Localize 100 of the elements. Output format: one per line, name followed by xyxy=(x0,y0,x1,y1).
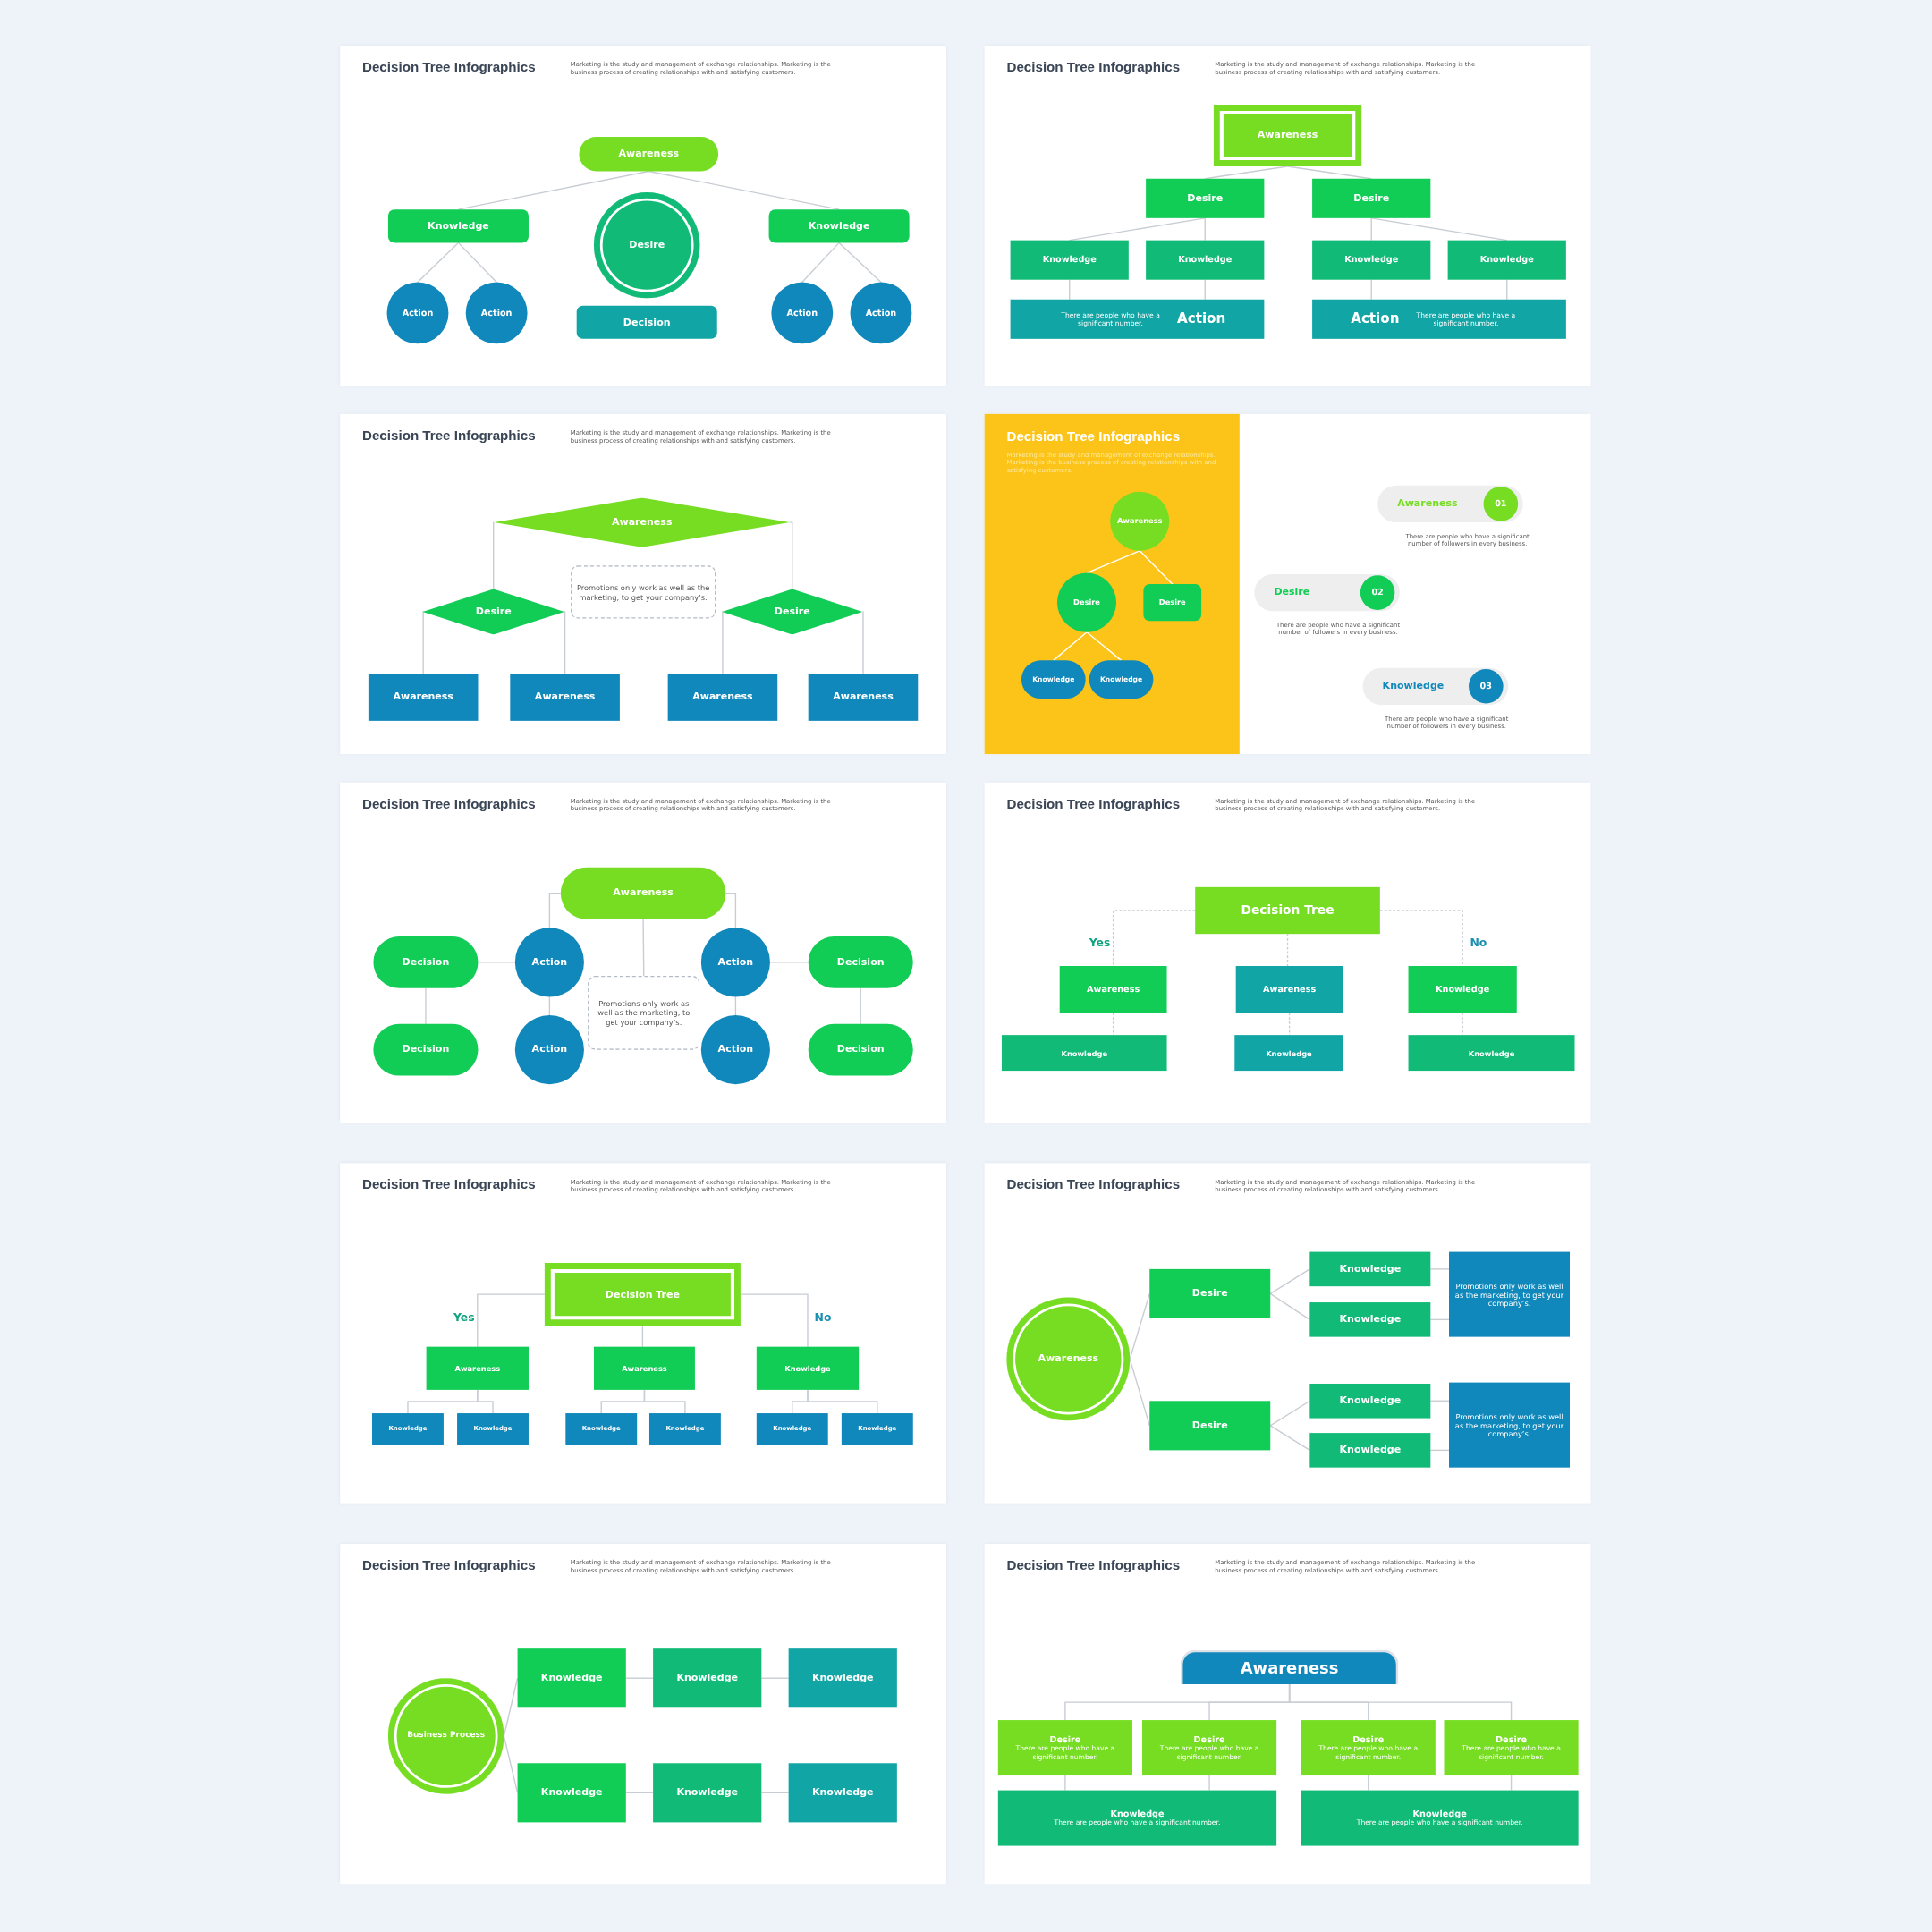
connector-line xyxy=(641,1325,644,1348)
node-label: Knowledge xyxy=(810,1786,875,1799)
connector-line xyxy=(503,1735,519,1794)
slide-card xyxy=(340,782,946,1123)
slide-title: Decision Tree Infographics xyxy=(361,1176,537,1193)
slide-card xyxy=(984,413,1591,755)
process-box xyxy=(1408,966,1517,1013)
node-label: Knowledge xyxy=(1411,1809,1468,1819)
node-label: Knowledge xyxy=(1338,1313,1402,1326)
node-label: Promotions only work as well as the marketing, to get your company’s. xyxy=(1453,1411,1565,1438)
process-box xyxy=(517,1763,626,1823)
process-box xyxy=(756,1346,860,1390)
node-label: Knowledge xyxy=(1338,1394,1402,1407)
circle-node xyxy=(1483,487,1519,521)
node-label: Awareness xyxy=(691,691,754,704)
process-box xyxy=(1301,1790,1579,1846)
connector-line xyxy=(1112,1012,1114,1036)
connector-line xyxy=(1429,1318,1450,1321)
process-box xyxy=(1010,299,1265,339)
node-label: Knowledge xyxy=(539,1786,604,1799)
process-box xyxy=(653,1763,762,1823)
node-label: Awareness xyxy=(1396,497,1459,510)
process-box xyxy=(1001,1035,1167,1072)
process-box xyxy=(1309,1302,1431,1337)
connector-line xyxy=(760,1792,790,1794)
node-label: Awareness xyxy=(1037,1352,1100,1365)
process-box xyxy=(594,1346,695,1390)
node-label: Desire xyxy=(1352,192,1391,205)
process-box xyxy=(653,1648,762,1708)
slide-card xyxy=(984,1163,1591,1504)
connector-line xyxy=(477,1293,546,1348)
process-box xyxy=(368,674,479,721)
process-box xyxy=(1309,1433,1431,1468)
rounded-box xyxy=(576,305,717,339)
rounded-box xyxy=(387,209,529,243)
node-label: Action xyxy=(1350,310,1401,327)
connector-line xyxy=(1269,1425,1311,1452)
connector-line xyxy=(1129,1358,1150,1427)
process-box xyxy=(1010,240,1129,280)
connector-line xyxy=(642,918,645,977)
connector-line xyxy=(1064,1775,1066,1792)
slide-title: Decision Tree Infographics xyxy=(1005,1557,1182,1574)
header-tab xyxy=(1180,1649,1399,1685)
connector-line xyxy=(477,962,516,963)
connector-line xyxy=(417,242,460,284)
connector-line xyxy=(1069,217,1206,242)
connector-line xyxy=(1269,1268,1311,1295)
process-box xyxy=(372,1413,444,1445)
node-label: Awareness xyxy=(621,1363,668,1373)
node-label: Action xyxy=(530,956,569,969)
connector-line xyxy=(1204,217,1206,242)
connector-line xyxy=(425,987,427,1025)
process-box xyxy=(808,674,919,721)
node-label: Desire xyxy=(1191,1419,1229,1432)
node-label: Knowledge xyxy=(1177,255,1233,266)
node-label: Desire xyxy=(474,606,513,618)
node-label: Desire xyxy=(1495,1734,1528,1745)
node-label: Knowledge xyxy=(807,220,871,233)
process-box xyxy=(997,1720,1132,1776)
process-box xyxy=(1447,240,1566,280)
node-label: Decision xyxy=(835,956,886,969)
node-label: Knowledge xyxy=(784,1363,832,1373)
node-label: Knowledge xyxy=(1479,255,1535,266)
slide-card xyxy=(340,1163,946,1504)
connector-line xyxy=(643,1389,686,1414)
connector-line xyxy=(1053,631,1088,662)
connector-line xyxy=(807,1389,878,1414)
node-label: Desire xyxy=(1352,1734,1385,1745)
note-box xyxy=(570,565,716,619)
process-box xyxy=(648,1413,721,1445)
node-label: Promotions only work as well as the marketing, to get your company’s. xyxy=(1453,1281,1565,1308)
connector-line xyxy=(503,1677,519,1737)
connector-line xyxy=(724,893,737,928)
connector-line xyxy=(1288,1683,1513,1721)
note-text: Promotions only work as well as the marketing, to get your company’s. xyxy=(575,583,711,601)
slide-title: Decision Tree Infographics xyxy=(361,59,537,75)
connector-line xyxy=(625,1792,654,1794)
node-label: Action xyxy=(530,1044,569,1056)
pill-box xyxy=(1021,660,1086,699)
node-label: Knowledge xyxy=(1109,1809,1165,1819)
process-box xyxy=(565,1413,638,1445)
node-label: Knowledge xyxy=(1265,1048,1313,1057)
process-box xyxy=(788,1763,897,1823)
side-panel xyxy=(984,413,1240,755)
node-label: Action xyxy=(716,1044,755,1056)
process-box xyxy=(1301,1720,1436,1776)
slide-title: Decision Tree Infographics xyxy=(361,1557,537,1574)
node-label: Decision Tree xyxy=(604,1288,681,1301)
node-label: Awareness xyxy=(453,1363,502,1373)
process-box xyxy=(1449,1251,1570,1337)
process-box xyxy=(756,1413,828,1445)
connector-line xyxy=(721,611,724,675)
process-box xyxy=(841,1413,913,1445)
connector-line xyxy=(548,996,551,1016)
connector-line xyxy=(861,611,864,675)
process-box xyxy=(1059,966,1167,1013)
process-box xyxy=(1149,1401,1271,1451)
connector-line xyxy=(548,893,562,928)
node-label: Decision xyxy=(622,316,672,328)
connector-line xyxy=(1510,1775,1513,1792)
